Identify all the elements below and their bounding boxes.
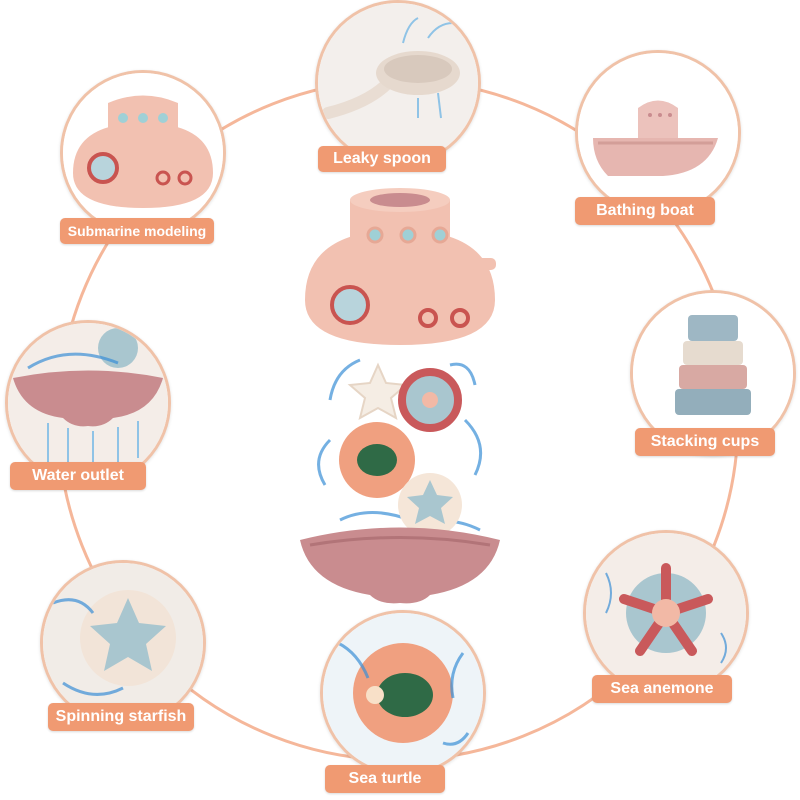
shell-base-icon — [300, 527, 500, 604]
stacking-cups-icon — [633, 293, 793, 453]
sea-turtle-image — [320, 610, 486, 776]
spinning-starfish-image — [40, 560, 206, 726]
submarine-icon — [305, 188, 496, 345]
shell-water-outlet-icon — [8, 323, 168, 483]
sea-anemone-wheel-icon — [586, 533, 746, 693]
leaky-spoon-image — [315, 0, 481, 166]
label-leaky-spoon: Leaky spoon — [318, 146, 446, 172]
star-shape-icon — [347, 362, 409, 420]
water-outlet-image — [5, 320, 171, 486]
bathing-boat-image — [575, 50, 741, 216]
starfish-wheel-icon — [43, 563, 203, 723]
submarine-icon — [63, 73, 223, 233]
label-spinning-starfish: Spinning starfish — [48, 703, 194, 731]
label-bathing-boat: Bathing boat — [575, 197, 715, 225]
label-stacking-cups: Stacking cups — [635, 428, 775, 456]
sea-turtle-wheel-icon — [323, 613, 483, 773]
label-water-outlet: Water outlet — [10, 462, 146, 490]
submarine-modeling-image — [60, 70, 226, 236]
label-sea-anemone: Sea anemone — [592, 675, 732, 703]
label-submarine-modeling: Submarine modeling — [60, 218, 214, 244]
leaky-spoon-icon — [318, 3, 478, 163]
boat-icon — [578, 53, 738, 213]
sea-anemone-image — [583, 530, 749, 696]
label-sea-turtle: Sea turtle — [325, 765, 445, 793]
